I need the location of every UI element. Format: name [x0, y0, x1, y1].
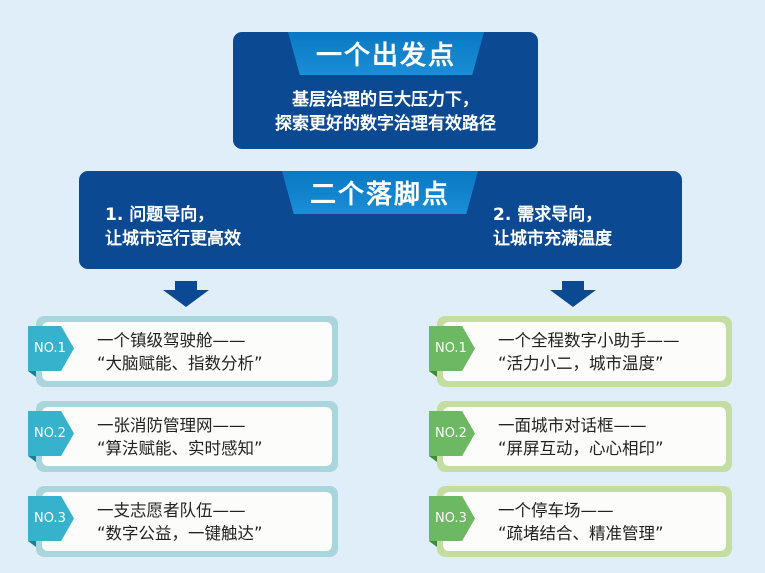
tag-fold	[429, 371, 437, 377]
card-content: 一个全程数字小助手—— “活力小二，城市温度”	[443, 322, 726, 381]
arrow-down-icon	[550, 281, 596, 307]
right-point-line-2: 让城市充满温度	[493, 229, 612, 249]
left-point-line-2: 让城市运行更高效	[105, 229, 241, 249]
card-title: 一个停车场——	[498, 500, 614, 520]
card-content: 一个停车场—— “疏堵结合、精准管理”	[443, 492, 726, 551]
left-point-line-1: 1. 问题导向，	[105, 205, 215, 225]
tag-fold	[28, 541, 36, 547]
tag-fold	[28, 371, 36, 377]
landing-points-box: 二个落脚点 1. 问题导向， 让城市运行更高效 2. 需求导向， 让城市充满温度	[79, 171, 682, 269]
card-subtitle: “算法赋能、实时感知”	[97, 438, 263, 458]
starting-point-line-2: 探索更好的数字治理有效路径	[275, 114, 496, 134]
card-subtitle: “活力小二，城市温度”	[498, 353, 664, 373]
card-subtitle: “数字公益，一键触达”	[97, 523, 263, 543]
tag-fold	[429, 456, 437, 462]
arrow-down-icon	[163, 281, 209, 307]
starting-point-title: 一个出发点	[288, 32, 484, 75]
card-content: 一个镇级驾驶舱—— “大脑赋能、指数分析”	[42, 322, 332, 381]
card-title: 一个全程数字小助手——	[498, 330, 680, 350]
card-content: 一支志愿者队伍—— “数字公益，一键触达”	[42, 492, 332, 551]
right-point-line-1: 2. 需求导向，	[493, 205, 603, 225]
card-title: 一支志愿者队伍——	[97, 500, 246, 520]
card-subtitle: “疏堵结合、精准管理”	[498, 523, 664, 543]
card-title: 一个镇级驾驶舱——	[97, 330, 246, 350]
card-content: 一张消防管理网—— “算法赋能、实时感知”	[42, 407, 332, 466]
card-title: 一面城市对话框——	[498, 415, 647, 435]
tag-fold	[28, 456, 36, 462]
tag-fold	[429, 541, 437, 547]
card-subtitle: “大脑赋能、指数分析”	[97, 353, 263, 373]
starting-point-box: 一个出发点 基层治理的巨大压力下， 探索更好的数字治理有效路径	[233, 32, 538, 149]
card-subtitle: “屏屏互动，心心相印”	[498, 438, 664, 458]
card-title: 一张消防管理网——	[97, 415, 246, 435]
landing-points-title: 二个落脚点	[282, 171, 478, 214]
card-content: 一面城市对话框—— “屏屏互动，心心相印”	[443, 407, 726, 466]
starting-point-line-1: 基层治理的巨大压力下，	[292, 90, 479, 110]
